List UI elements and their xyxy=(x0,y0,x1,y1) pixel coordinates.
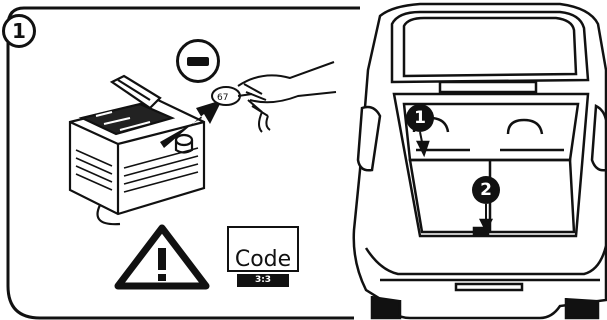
callout-marker-1: 1 xyxy=(406,104,434,132)
car-rear-drawing xyxy=(352,2,607,320)
step-number-badge: 1 xyxy=(2,14,36,48)
callout-marker-2: 2 xyxy=(472,176,500,204)
code-label: Code xyxy=(234,247,292,272)
direction-arrow xyxy=(160,100,222,148)
minus-sign-icon xyxy=(176,39,220,83)
hand-with-clamp: 67 xyxy=(211,61,337,133)
battery-drawing xyxy=(68,74,206,226)
code-icon: Code 3:3 xyxy=(227,226,299,287)
code-icon-frame xyxy=(227,226,299,272)
code-sub-label: 3:3 xyxy=(237,274,289,287)
warning-triangle-icon xyxy=(114,224,210,290)
svg-text:67: 67 xyxy=(217,93,228,103)
